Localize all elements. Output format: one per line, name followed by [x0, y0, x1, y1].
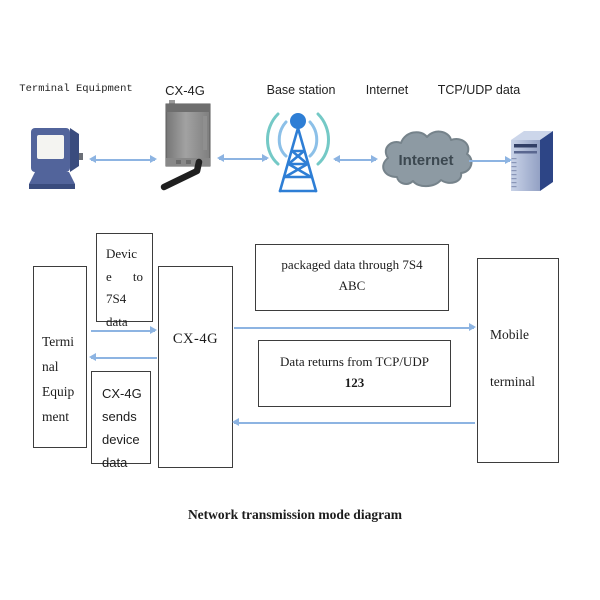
text-line: Devic: [106, 246, 138, 261]
arrow-cx4g-to-terminal: [89, 352, 158, 364]
label-tcpudp-data: TCP/UDP data: [437, 83, 521, 97]
arrow-cx4g-basestation: [217, 153, 269, 165]
flow-box-cx4g-sends-device-data: CX-4G sends device data: [91, 371, 151, 470]
cloud-label: Internet: [398, 152, 453, 169]
cx4g-device-icon: [160, 100, 211, 191]
text-line: nal: [42, 359, 59, 374]
text-line: CX-4G: [102, 386, 142, 401]
arrow-basestation-internet: [333, 154, 378, 166]
text-line: 123: [344, 375, 365, 390]
flow-box-data-returns: Data returns from TCP/UDP 123: [258, 340, 451, 407]
server-icon: [511, 131, 553, 191]
text-line: data: [102, 455, 128, 470]
arrow-mobile-to-cx4g: [232, 417, 476, 429]
text-line: terminal: [490, 374, 535, 389]
label-base-station: Base station: [266, 83, 336, 97]
text-line: Data returns from TCP/UDP: [280, 354, 429, 369]
arrow-internet-server: [468, 155, 512, 167]
text-line: device: [102, 432, 140, 447]
label-internet: Internet: [365, 83, 409, 97]
text-line: sends: [102, 409, 137, 424]
text-line: Equip: [42, 384, 75, 399]
arrow-cx4g-to-mobile: [233, 322, 476, 334]
text-line: packaged data through 7S4: [281, 257, 423, 272]
flow-box-terminal-equipment: Termi nal Equip ment: [33, 266, 87, 448]
text-line: 7S4: [106, 291, 127, 306]
flow-box-mobile-terminal: Mobile terminal: [477, 258, 559, 463]
text-line: data: [106, 313, 128, 329]
text-line: ment: [42, 409, 69, 424]
text-line: ABC: [338, 278, 366, 293]
flow-box-device-to-7s4-data: Devic e to 7S4 data: [96, 233, 153, 329]
text-line: Termi: [42, 334, 75, 349]
flow-box-packaged-data: packaged data through 7S4 ABC: [255, 244, 449, 311]
text-line: e to: [106, 268, 143, 284]
label-terminal-equipment: Terminal Equipment: [19, 83, 133, 95]
arrow-computer-cx4g: [89, 154, 157, 166]
label-cx4g: CX-4G: [165, 83, 205, 98]
internet-cloud-icon: Internet: [382, 130, 473, 188]
diagram-caption: Network transmission mode diagram: [187, 507, 403, 522]
arrow-terminal-to-cx4g: [90, 325, 157, 337]
cx4g-box-label: CX-4G: [172, 331, 219, 347]
flow-box-cx4g: CX-4G: [158, 266, 233, 468]
text-line: Mobile: [490, 327, 529, 342]
base-station-icon: [266, 112, 330, 193]
computer-icon: [29, 128, 83, 189]
